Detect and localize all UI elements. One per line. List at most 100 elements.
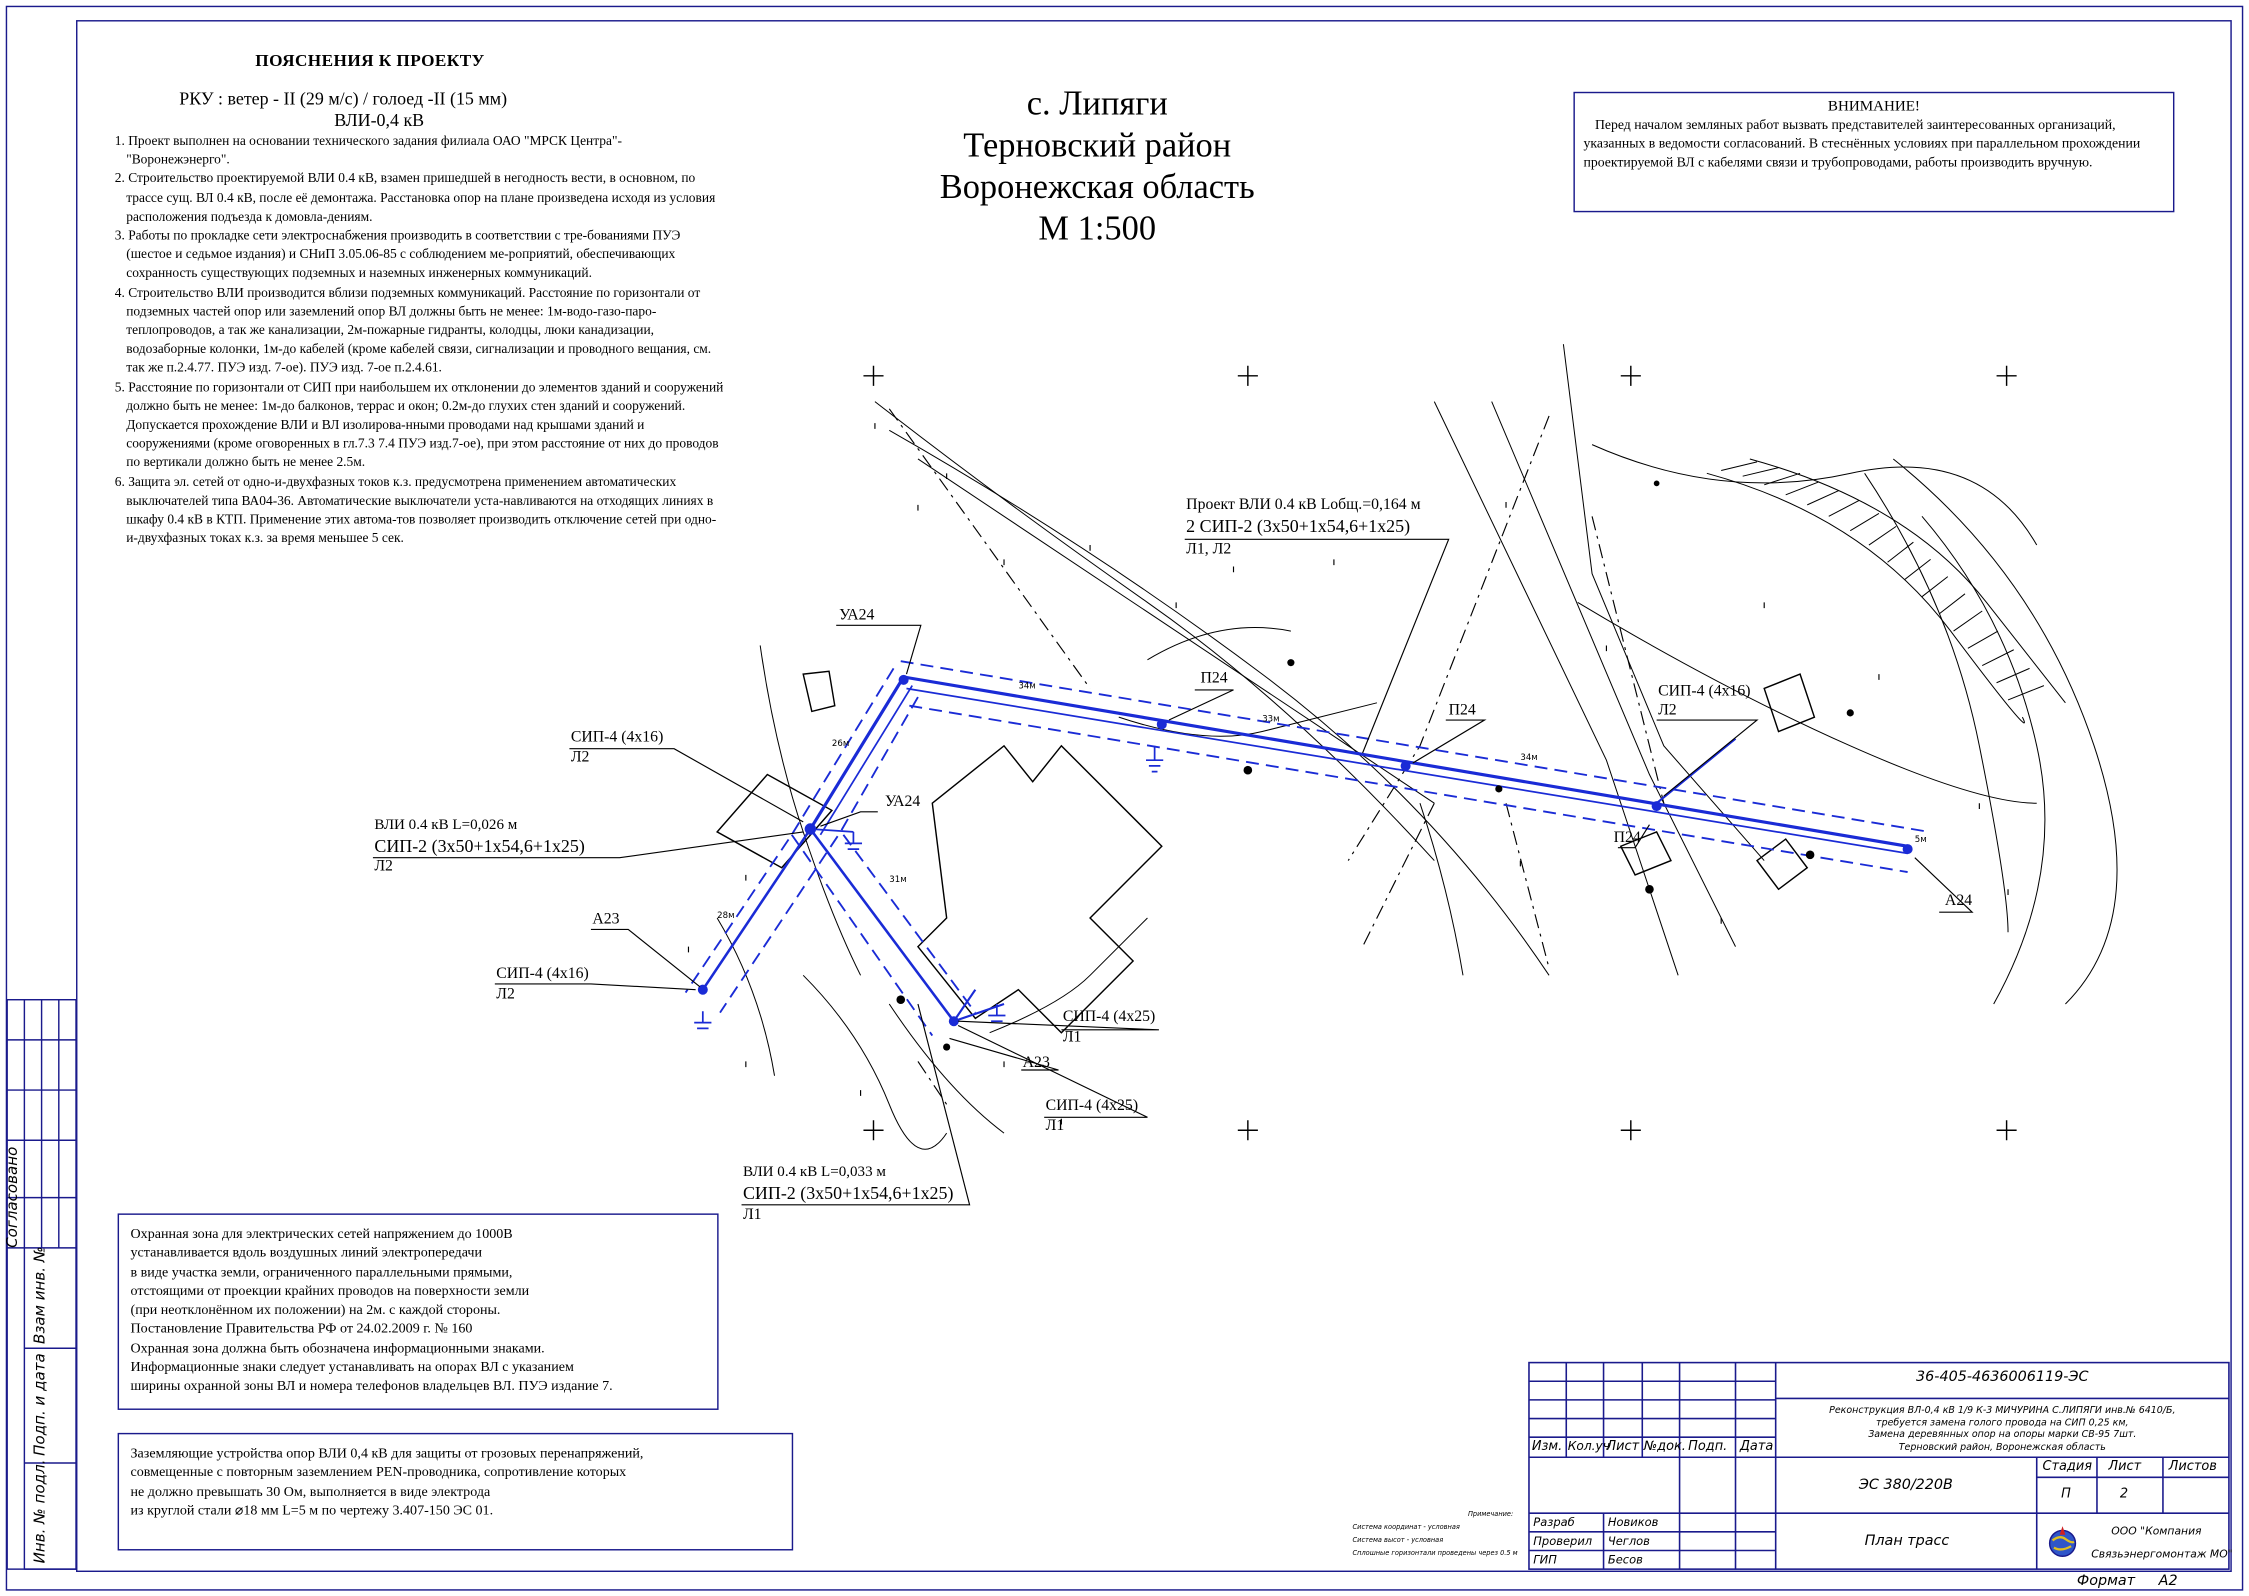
header-date: Дата — [1739, 1440, 1774, 1455]
pole-label-a23-mid: А23 — [1022, 1054, 1050, 1072]
sheet-header: Лист — [2108, 1460, 2142, 1475]
grounding-text-line: совмещенные с повторным заземлением PEN-… — [130, 1464, 627, 1481]
header-izm: Изм. — [1531, 1440, 1563, 1455]
svg-text:31м: 31м — [889, 875, 906, 885]
pole-label-a23-left: А23 — [592, 910, 620, 928]
svg-text:34м: 34м — [1018, 681, 1035, 691]
name-gip: Бесов — [1607, 1553, 1643, 1567]
inner-frame — [76, 20, 2232, 1573]
sheets-header: Листов — [2168, 1460, 2217, 1475]
description-line: требуется замена голого провода на СИП 0… — [1876, 1416, 2129, 1428]
project-label-line2: 2 СИП-2 (3х50+1х54,6+1х25) — [1186, 516, 1411, 537]
vli-026-line3: Л2 — [374, 857, 393, 875]
title-district: Терновский район — [963, 127, 1232, 165]
role-gip: ГИП — [1533, 1553, 1557, 1567]
pole-label-ua24-mid: УА24 — [884, 793, 921, 811]
grounding-text-line: из круглой стали ⌀18 мм L=5 м по чертежу… — [130, 1503, 494, 1519]
boundary-dashes — [888, 408, 1665, 1105]
description-line: Замена деревянных опор на опоры марки СВ… — [1868, 1428, 2137, 1441]
side-stamp-grid — [6, 998, 77, 1570]
small-note-line: Система координат - условная — [1352, 1524, 1460, 1532]
name-checker: Чеглов — [1607, 1534, 1650, 1548]
warning-heading: ВНИМАНИЕ! — [1827, 98, 1920, 115]
small-note-line: Система высот - условная — [1352, 1537, 1444, 1545]
company-name-line1: ООО "Компания — [2111, 1524, 2202, 1538]
grid-crosses — [863, 365, 2017, 1141]
warning-box: ВНИМАНИЕ! Перед началом земляных работ в… — [1573, 91, 2175, 213]
zone-text-line: отстоящими от проекции крайних проводов … — [130, 1283, 530, 1300]
slope-hatching — [1706, 458, 2066, 724]
svg-text:33м: 33м — [1262, 714, 1279, 724]
header-sign: Подп. — [1688, 1440, 1728, 1455]
header-list: Лист — [1606, 1440, 1640, 1455]
leader-lines — [372, 538, 1974, 1206]
voltage-label: ЭС 380/220В — [1858, 1477, 1953, 1494]
vli-voltage: ВЛИ-0,4 кВ — [334, 110, 425, 131]
note-item: 3. Работы по прокладке сети электроснабж… — [114, 229, 681, 282]
company-logo-icon — [2048, 1526, 2077, 1557]
cable-label-sip4-25-b: СИП-4 (4х25) — [1045, 1097, 1139, 1115]
buildings — [716, 670, 1816, 1034]
note-item: 1. Проект выполнен на основании техничес… — [114, 134, 622, 169]
sheet-title: План трасс — [1864, 1533, 1950, 1550]
pole-label-a24-right: А24 — [1944, 892, 1973, 910]
cable-label-sip4-16-low: СИП-4 (4х16) — [496, 965, 589, 983]
vli-026-line1: ВЛИ 0.4 кВ L=0,026 м — [374, 817, 518, 834]
zone-text-line: Постановление Правительства РФ от 24.02.… — [130, 1321, 473, 1338]
rku-line: РКУ : ветер - II (29 м/с) / голоед -II (… — [179, 88, 508, 110]
role-checker: Проверил — [1533, 1534, 1593, 1548]
description-line: Реконструкция ВЛ-0,4 кВ 1/9 К-3 МИЧУРИНА… — [1829, 1404, 2176, 1416]
zone-text-line: в виде участка земли, ограниченного пара… — [130, 1264, 513, 1281]
line-label-l2-top: Л2 — [570, 748, 590, 766]
existing-features — [896, 480, 1854, 1051]
format-label: Формат — [2076, 1573, 2136, 1590]
zone-text-line: Охранная зона для электрических сетей на… — [130, 1226, 513, 1243]
pole-label-p24-a: П24 — [1200, 669, 1228, 688]
grounding-box: Заземляющие устройства опор ВЛИ 0,4 кВ д… — [117, 1432, 794, 1551]
project-description: Реконструкция ВЛ-0,4 кВ 1/9 К-3 МИЧУРИНА… — [1779, 1404, 2227, 1453]
small-note-line: Сплошные горизонтали проведены через 0.5… — [1352, 1550, 1518, 1558]
svg-text:34м: 34м — [1520, 753, 1537, 763]
project-label-line3: Л1, Л2 — [1186, 540, 1232, 558]
vli-033-line2: СИП-2 (3х50+1х54,6+1х25) — [742, 1183, 954, 1204]
title-region: Воронежская область — [939, 169, 1255, 207]
stage-header: Стадия — [2042, 1460, 2092, 1475]
grounding-text-line: Заземляющие устройства опор ВЛИ 0,4 кВ д… — [130, 1445, 644, 1462]
zone-text-line: устанавливается вдоль воздушных линий эл… — [130, 1245, 482, 1262]
pole-label-p24-b: П24 — [1448, 701, 1476, 719]
ground-symbols — [694, 745, 1164, 1030]
format-value: А2 — [2158, 1573, 2178, 1590]
cable-label-sip4-25-a: СИП-4 (4х25) — [1062, 1008, 1156, 1026]
survey-marks — [687, 423, 2009, 1125]
protection-zone-lines — [684, 660, 1930, 1037]
small-note: Примечание: Система координат - условная… — [1353, 1509, 1525, 1561]
small-note-heading: Примечание: — [1467, 1511, 1514, 1519]
plan-title: с. Липяги Терновский район Воронежская о… — [861, 85, 1334, 251]
vli-033-line3: Л1 — [742, 1206, 762, 1224]
zone-text-line: ширины охранной зоны ВЛ и номера телефон… — [130, 1378, 613, 1395]
company-name-line2: Связьэнергомонтаж МО" — [2091, 1547, 2233, 1561]
cable-label-sip4-16-right: СИП-4 (4х16) — [1658, 682, 1751, 700]
note-item: 6. Защита эл. сетей от одно-и-двухфазных… — [114, 475, 717, 547]
name-developer: Новиков — [1607, 1516, 1659, 1529]
vli-033-line1: ВЛИ 0.4 кВ L=0,033 м — [742, 1164, 886, 1181]
notes-list: 1. Проект выполнен на основании техничес… — [115, 133, 725, 550]
line-label-l2-low: Л2 — [496, 985, 515, 1003]
zone-text-line: Охранная зона должна быть обозначена инф… — [130, 1340, 545, 1357]
outer-frame — [5, 5, 2244, 1591]
grounding-text-line: не должно превышать 30 Ом, выполняется в… — [130, 1483, 491, 1500]
title-scale: М 1:500 — [1038, 210, 1157, 249]
vli-026-line2: СИП-2 (3х50+1х54,6+1х25) — [374, 836, 585, 857]
warning-text: Перед началом земляных работ вызвать пре… — [1583, 117, 2141, 171]
note-item: 4. Строительство ВЛИ производится вблизи… — [114, 286, 712, 377]
svg-text:26м: 26м — [832, 739, 849, 749]
project-label-line1: Проект ВЛИ 0.4 кВ Lобщ.=0,164 м — [1186, 496, 1421, 514]
notes-title: ПОЯСНЕНИЯ К ПРОЕКТУ — [255, 50, 485, 71]
role-developer: Разраб — [1533, 1516, 1575, 1529]
pole-label-p24-c: П24 — [1613, 829, 1641, 847]
line-label-l1-a: Л1 — [1062, 1028, 1082, 1046]
doc-code: 36-405-4636006119-ЭС — [1916, 1369, 2089, 1386]
